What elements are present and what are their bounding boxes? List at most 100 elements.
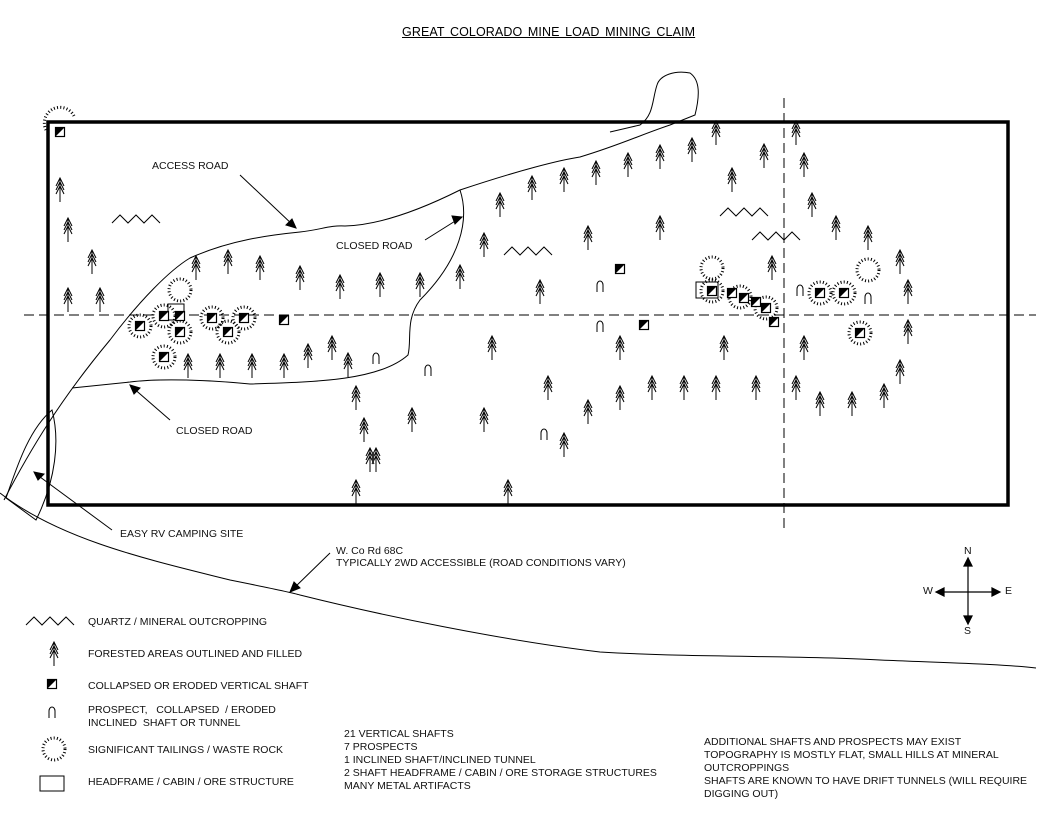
structure-layer	[167, 281, 719, 321]
vertical-shaft-icon	[174, 326, 186, 338]
legend-forest-label: FORESTED AREAS OUTLINED AND FILLED	[88, 648, 303, 660]
rv-camping-site	[5, 409, 57, 521]
tree-icon	[375, 272, 385, 298]
tree-icon	[63, 287, 73, 313]
site-summary: 21 VERTICAL SHAFTS 7 PROSPECTS 1 INCLINE…	[344, 728, 657, 793]
outcrop-icon	[719, 207, 769, 217]
tree-icon	[807, 192, 817, 218]
tree-icon	[495, 192, 505, 218]
note-line: SHAFTS ARE KNOWN TO HAVE DRIFT TUNNELS (…	[704, 775, 1028, 800]
tree-icon	[647, 375, 657, 401]
tree-icon	[223, 249, 233, 275]
tree-icon	[767, 255, 777, 281]
tree-icon	[679, 375, 689, 401]
tree-icon	[583, 225, 593, 251]
tailings-icon	[699, 255, 725, 281]
legend-prospect-label: PROSPECT, COLLAPSED / ERODED INCLINED SH…	[88, 704, 276, 729]
compass-s: S	[964, 625, 972, 637]
map-title: GREAT COLORADO MINE LOAD MINING CLAIM	[402, 25, 696, 39]
tree-icon	[63, 217, 73, 243]
prospect-icon	[596, 280, 604, 293]
note-line: ADDITIONAL SHAFTS AND PROSPECTS MAY EXIS…	[704, 736, 962, 748]
tree-icon	[903, 279, 913, 305]
vertical-shaft-icon	[222, 326, 234, 338]
tree-icon	[527, 175, 537, 201]
tree-icon	[279, 353, 289, 379]
tree-icon	[255, 255, 265, 281]
tree-icon	[479, 232, 489, 258]
tree-icon	[583, 399, 593, 425]
tree-icon	[895, 359, 905, 385]
tree-icon	[831, 215, 841, 241]
tree-icon	[623, 152, 633, 178]
tree-icon	[359, 417, 369, 443]
tree-icon	[303, 343, 313, 369]
summary-line: 21 VERTICAL SHAFTS	[344, 728, 454, 740]
tree-icon	[655, 215, 665, 241]
tree-icon	[719, 335, 729, 361]
tree-icon	[615, 385, 625, 411]
tree-icon	[327, 335, 337, 361]
tree-icon	[407, 407, 417, 433]
tree-icon	[371, 447, 381, 473]
label-closed-road-lower: CLOSED ROAD	[176, 425, 253, 437]
tree-icon	[847, 391, 857, 417]
summary-line: 2 SHAFT HEADFRAME / CABIN / ORE STORAGE …	[344, 767, 657, 779]
vertical-shaft-icon	[838, 287, 850, 299]
tree-icon	[863, 225, 873, 251]
vertical-shaft-icon	[726, 287, 738, 299]
legend-shaft-label: COLLAPSED OR ERODED VERTICAL SHAFT	[88, 680, 309, 692]
label-county-road: W. Co Rd 68C	[336, 545, 404, 557]
tree-icon	[711, 120, 721, 146]
tree-icon	[415, 272, 425, 298]
tree-icon	[559, 167, 569, 193]
tree-icon	[335, 274, 345, 300]
legend-structure-label: HEADFRAME / CABIN / ORE STRUCTURE	[88, 776, 294, 788]
tree-icon	[87, 249, 97, 275]
tree-icon	[487, 335, 497, 361]
prospect-icon	[596, 320, 604, 333]
vertical-shaft-icon	[706, 285, 718, 297]
tree-icon	[815, 391, 825, 417]
vertical-shaft-icon	[158, 310, 170, 322]
tree-icon	[479, 407, 489, 433]
tree-icon	[55, 177, 65, 203]
claim-boundary	[46, 120, 1010, 507]
vertical-shaft-icon	[158, 351, 170, 363]
tree-icon	[615, 335, 625, 361]
vertical-shaft-icon	[174, 310, 186, 322]
tree-icon	[903, 319, 913, 345]
tree-icon	[365, 447, 375, 473]
tree-icon	[295, 265, 305, 291]
tree-icon	[535, 279, 545, 305]
label-access-road: ACCESS ROAD	[152, 160, 229, 172]
tree-icon	[543, 375, 553, 401]
vertical-shaft-icon	[814, 287, 826, 299]
legend-symbols	[25, 616, 75, 792]
vertical-shaft-icon	[278, 314, 290, 326]
vertical-shaft-icon	[768, 316, 780, 328]
tree-icon	[791, 375, 801, 401]
summary-line: 1 INCLINED SHAFT/INCLINED TUNNEL	[344, 754, 536, 766]
vertical-shaft-icon	[854, 327, 866, 339]
compass-rose	[934, 556, 1002, 626]
tree-icon	[559, 432, 569, 458]
note-line: TOPOGRAPHY IS MOSTLY FLAT, SMALL HILLS A…	[704, 749, 999, 774]
tree-icon	[895, 249, 905, 275]
label-county-road-note: TYPICALLY 2WD ACCESSIBLE (ROAD CONDITION…	[336, 557, 626, 569]
compass-n: N	[964, 545, 972, 557]
tailings-icon	[167, 277, 193, 303]
outcrop-icon	[111, 214, 161, 224]
tree-icon	[351, 385, 361, 411]
tree-icon	[455, 264, 465, 290]
prospect-icon	[540, 428, 548, 441]
vertical-shaft-icon	[134, 320, 146, 332]
tree-icon	[183, 353, 193, 379]
tree-icon	[727, 167, 737, 193]
closed-road	[71, 189, 465, 389]
vertical-shaft-icon	[206, 312, 218, 324]
tree-icon	[799, 152, 809, 178]
tree-icon	[191, 255, 201, 281]
tailings-icon	[855, 257, 881, 283]
tree-icon	[655, 144, 665, 170]
